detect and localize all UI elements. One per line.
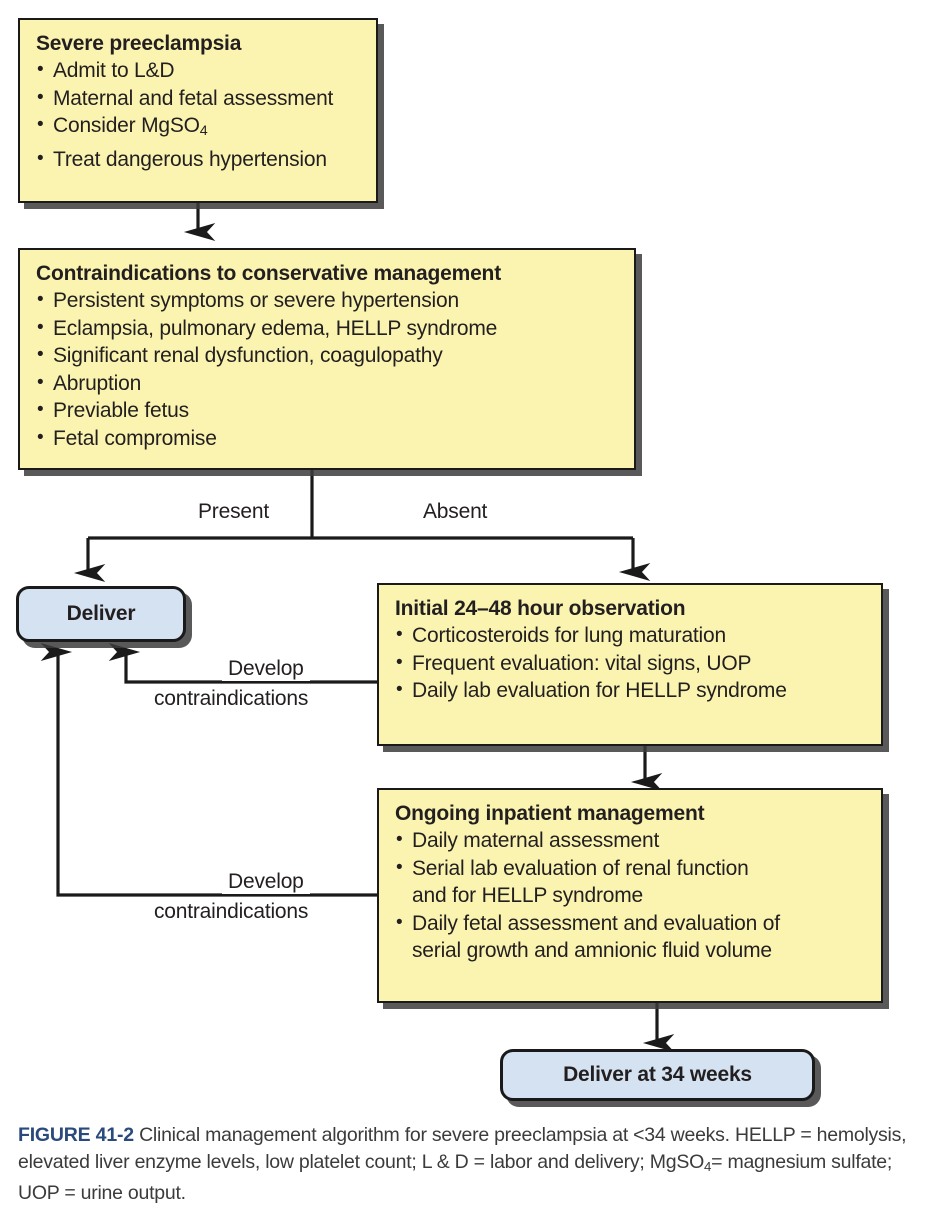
list-item: Abruption [36, 369, 620, 398]
box-severe-preeclampsia: Severe preeclampsia Admit to L&D Materna… [18, 18, 378, 203]
list-item: Daily maternal assessment [395, 826, 867, 855]
list-item: Admit to L&D [36, 56, 362, 85]
list-item-text: Consider MgSO [53, 114, 200, 137]
list-item: Maternal and fetal assessment [36, 84, 362, 113]
edge-label-develop-upper-line2: contraindications [148, 687, 315, 711]
connector-feedback-initial-to-deliver [108, 643, 377, 684]
terminator-label: Deliver at 34 weeks [563, 1063, 752, 1086]
edge-label-absent: Absent [417, 500, 494, 524]
edge-label-develop-upper-line1: Develop [222, 657, 310, 681]
caption-line-3b: = magnesium sulfate; UOP = urine output. [18, 1151, 893, 1204]
edge-label-develop-lower-line2: contraindications [148, 900, 315, 924]
subscript-4: 4 [199, 123, 208, 140]
caption-line-1: Clinical management algorithm for severe… [139, 1124, 730, 1146]
list-item: Daily lab evaluation for HELLP syndrome [395, 676, 867, 705]
terminator-label: Deliver [66, 602, 136, 625]
box-title: Contraindications to conservative manage… [36, 262, 501, 285]
list-item: Frequent evaluation: vital signs, UOP [395, 649, 867, 678]
caption-subscript-4: 4 [704, 1158, 712, 1174]
list-item: Corticosteroids for lung maturation [395, 621, 867, 650]
box-title: Severe preeclampsia [36, 32, 242, 55]
list-item: Consider MgSO4 [36, 111, 362, 146]
terminator-deliver-34-weeks: Deliver at 34 weeks [500, 1049, 815, 1101]
list-item: Significant renal dysfunction, coagulopa… [36, 341, 620, 370]
box-title: Ongoing inpatient management [395, 802, 705, 825]
list-item: Treat dangerous hypertension [36, 145, 362, 174]
box-initial-observation: Initial 24–48 hour observation Corticost… [377, 583, 883, 746]
figure-caption: FIGURE 41-2 Clinical management algorith… [18, 1122, 930, 1207]
list-item: Previable fetus [36, 396, 620, 425]
box-title: Initial 24–48 hour observation [395, 597, 686, 620]
box-contraindications: Contraindications to conservative manage… [18, 248, 636, 470]
box-bullet-list: Corticosteroids for lung maturation Freq… [395, 621, 867, 705]
edge-label-present: Present [192, 500, 275, 524]
figure-number: FIGURE 41-2 [18, 1124, 134, 1146]
list-item-continuation: serial growth and amnionic fluid volume [412, 939, 772, 962]
edge-label-develop-lower-line1: Develop [222, 870, 310, 894]
list-item: Persistent symptoms or severe hypertensi… [36, 286, 620, 315]
connector-feedback-ongoing-to-deliver [40, 643, 377, 897]
list-item: Eclampsia, pulmonary edema, HELLP syndro… [36, 314, 620, 343]
box-bullet-list: Persistent symptoms or severe hypertensi… [36, 286, 620, 453]
box-ongoing-management: Ongoing inpatient management Daily mater… [377, 788, 883, 1003]
box-bullet-list: Daily maternal assessment Serial lab eva… [395, 826, 867, 965]
caption-line-2: HELLP = hemolysis, elevated liver enzyme… [18, 1124, 907, 1173]
box-bullet-list: Admit to L&D Maternal and fetal assessme… [36, 56, 362, 174]
list-item: Serial lab evaluation of renal function [395, 854, 867, 883]
list-item-continuation: and for HELLP syndrome [412, 884, 644, 907]
caption-line-3a: and delivery; MgSO [537, 1151, 705, 1173]
terminator-deliver: Deliver [16, 586, 186, 642]
flowchart-connectors [40, 203, 675, 1052]
list-item: Daily fetal assessment and evaluation of [395, 909, 867, 938]
list-item: Fetal compromise [36, 424, 620, 453]
